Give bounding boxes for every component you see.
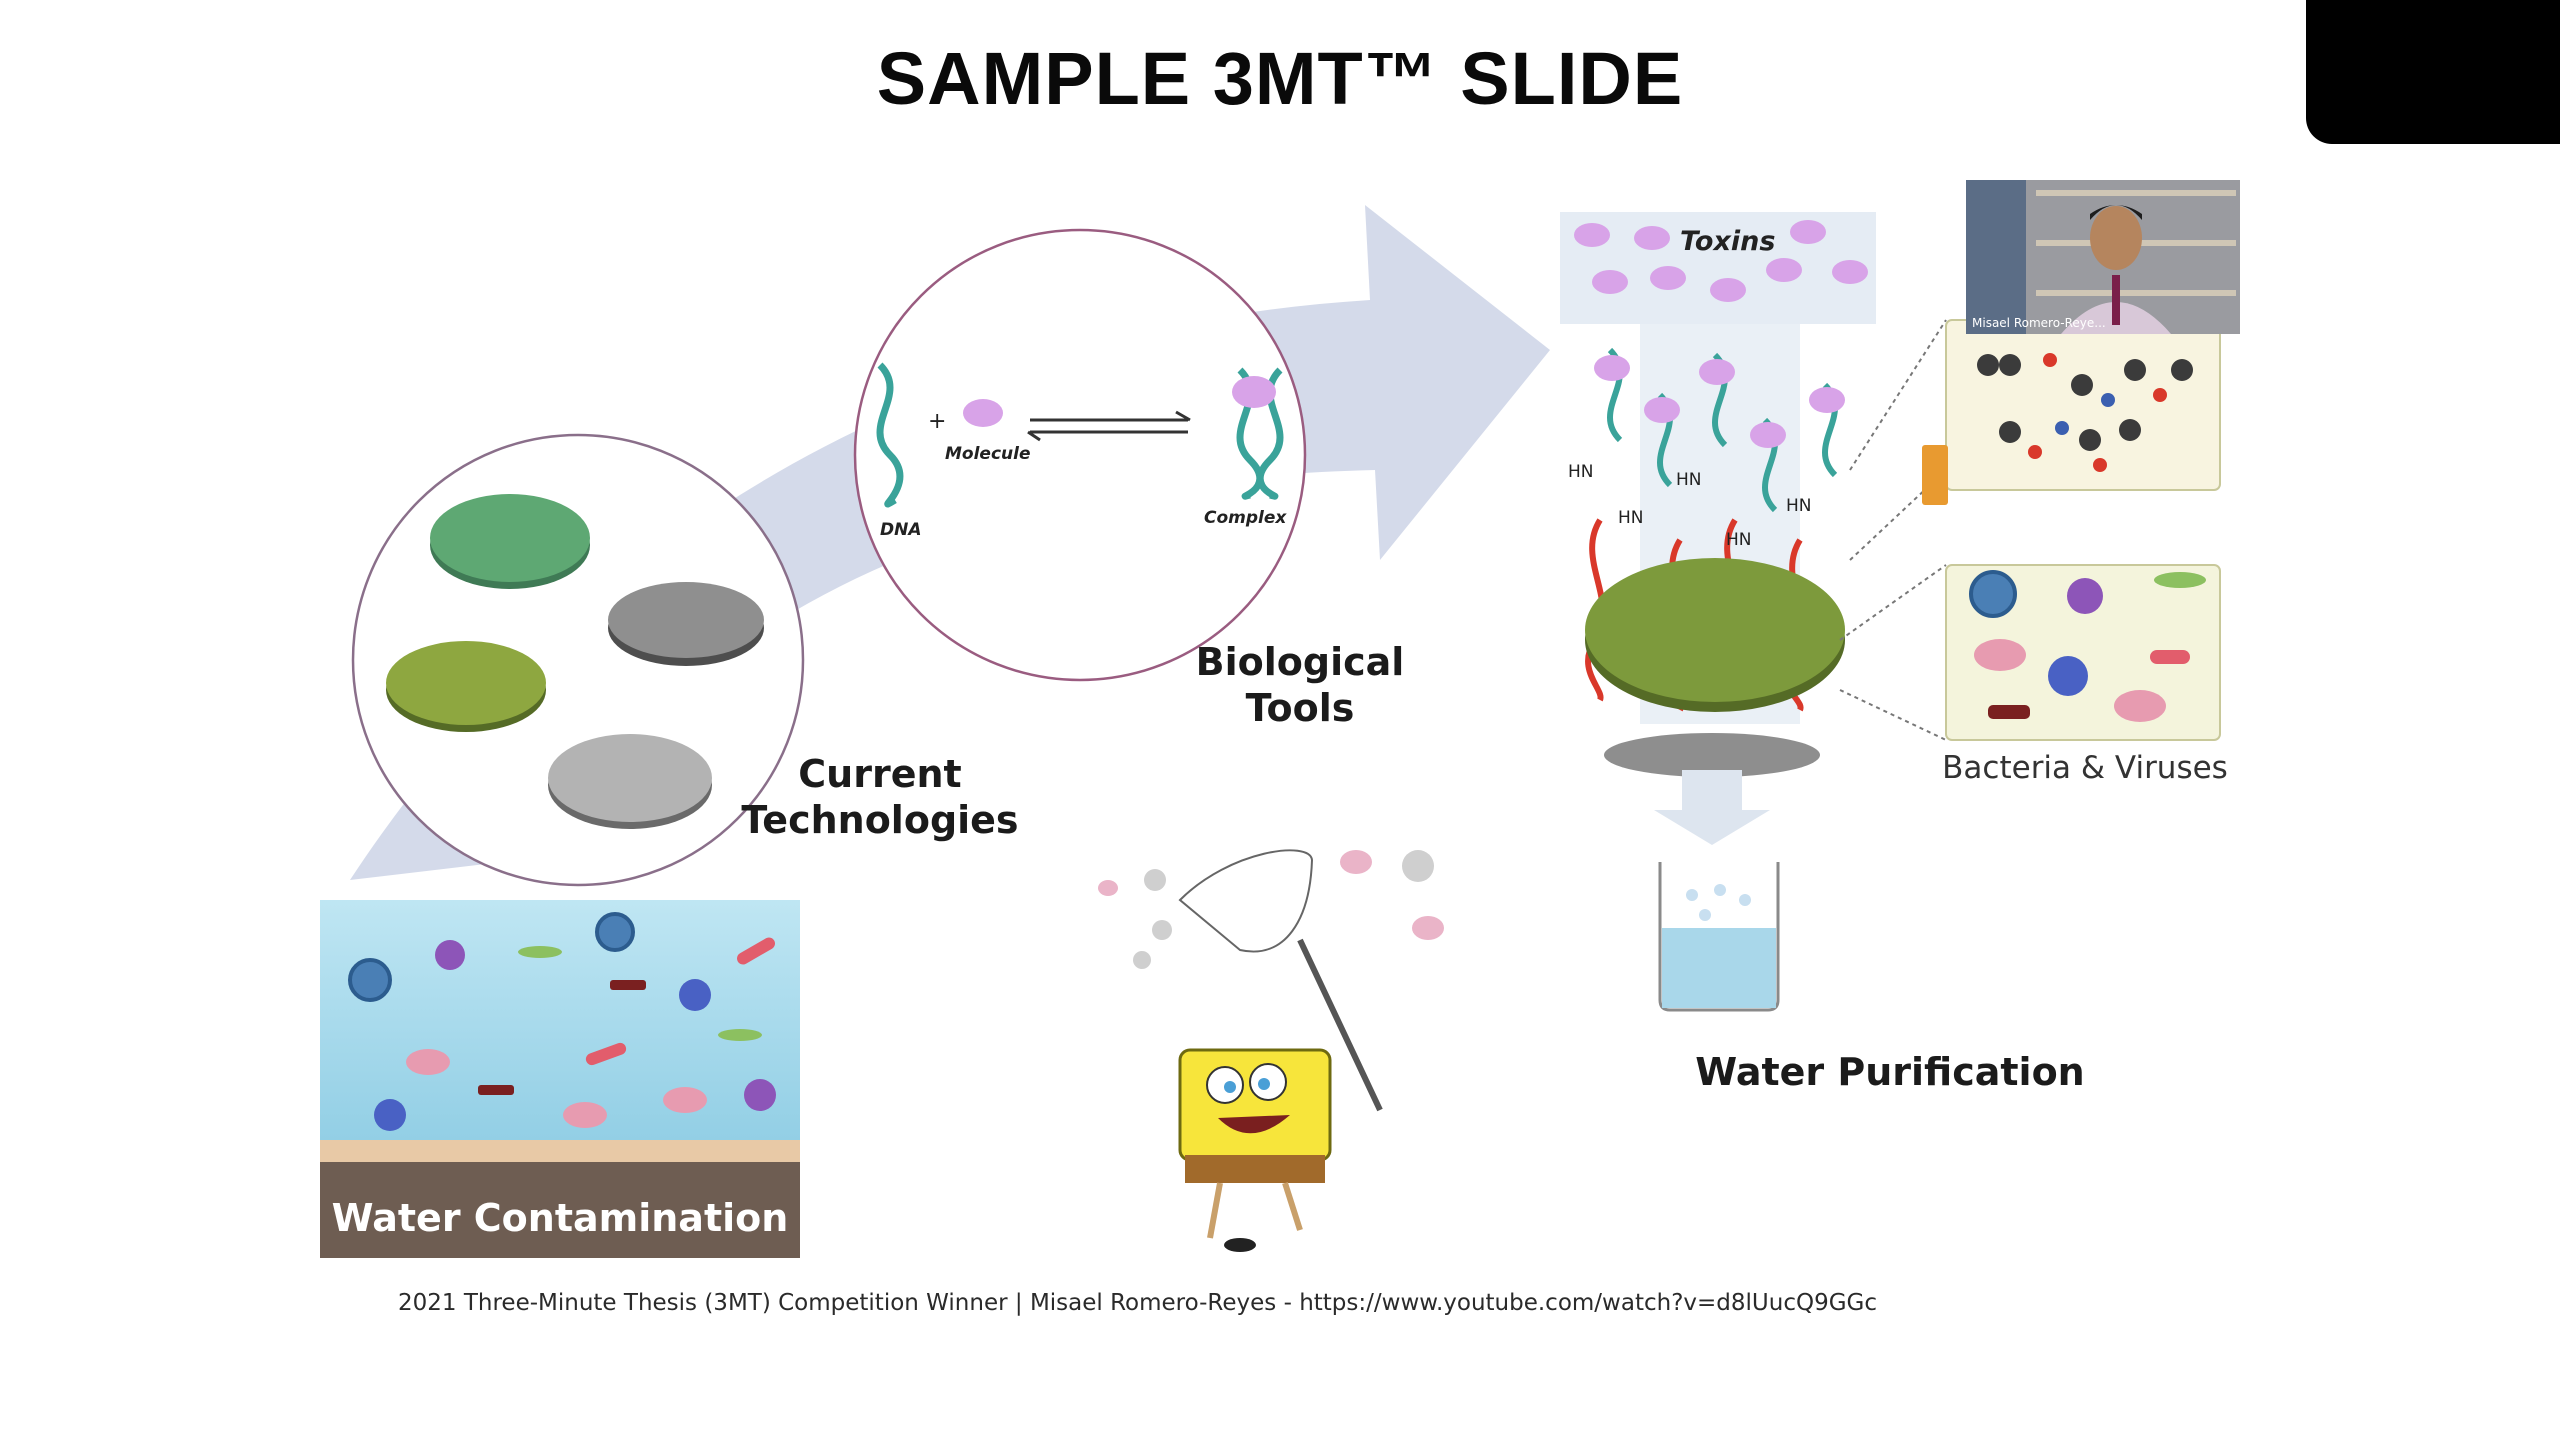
- hn-label: HN: [1568, 462, 1594, 482]
- water-purification-label: Water Purification: [1640, 1050, 2140, 1096]
- hn-label: HN: [1618, 508, 1644, 528]
- chemicals-panel: [1946, 320, 2220, 490]
- hn-label: HN: [1786, 496, 1812, 516]
- complex-label: Complex: [1204, 508, 1286, 528]
- bio-tools-circle: [855, 230, 1305, 680]
- video-tile[interactable]: Misael Romero-Reye...: [1966, 180, 2240, 334]
- dna-label: DNA: [880, 520, 922, 540]
- jellyfish-scene: [1098, 850, 1444, 969]
- current-technologies-label: Current Technologies: [730, 752, 1030, 843]
- down-arrow: [1654, 770, 1770, 845]
- hn-label: HN: [1676, 470, 1702, 490]
- toxins-label: Toxins: [1680, 226, 1775, 257]
- water-contamination-panel: Water Contamination: [320, 900, 800, 1258]
- sponge-character: [1180, 1050, 1330, 1252]
- hn-label: HN: [1726, 530, 1752, 550]
- bacteria-viruses-label: Bacteria & Viruses: [1900, 750, 2270, 786]
- svg-text:+: +: [928, 409, 946, 434]
- molecule-blob: [963, 399, 1003, 427]
- citation-footer: 2021 Three-Minute Thesis (3MT) Competiti…: [398, 1290, 1877, 1316]
- biological-tools-label: Biological Tools: [1150, 640, 1450, 731]
- participant-name: Misael Romero-Reye...: [1966, 316, 2112, 330]
- molecule-label: Molecule: [945, 444, 1031, 464]
- beaker-icon: [1660, 862, 1778, 1010]
- water-contamination-label: Water Contamination: [320, 1196, 800, 1240]
- participant-video: [1966, 180, 2240, 334]
